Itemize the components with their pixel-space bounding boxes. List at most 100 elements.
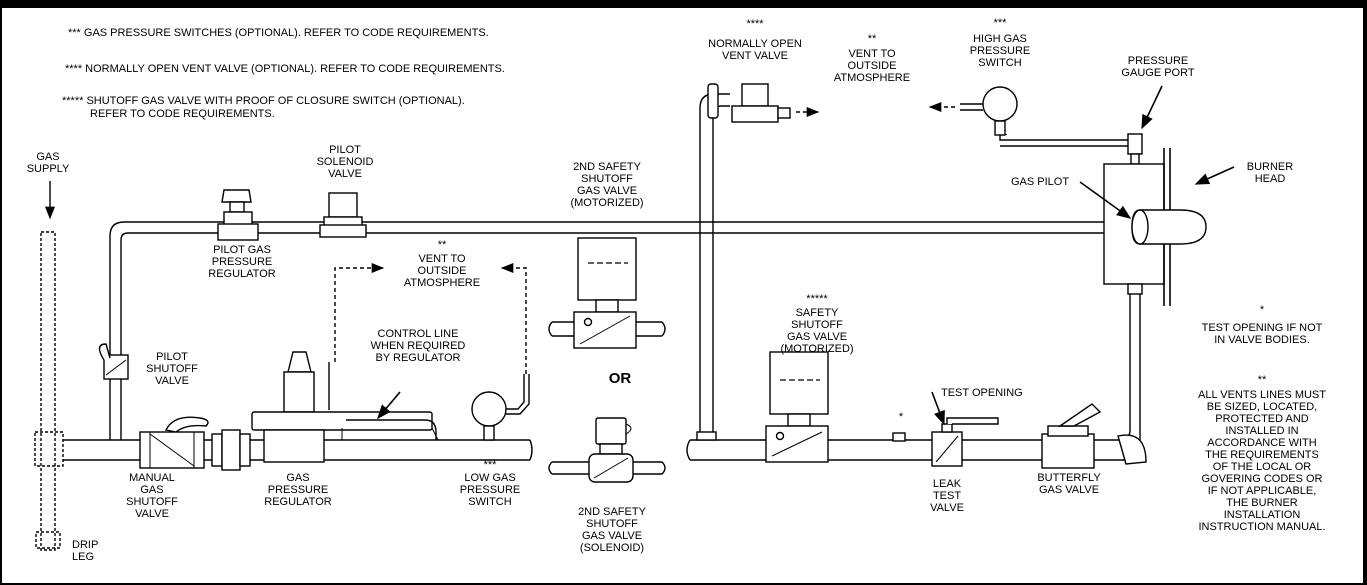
svg-text:BURNER: BURNER [1247,161,1294,173]
svg-text:REGULATOR: REGULATOR [264,496,331,508]
svg-text:ATMOSPHERE: ATMOSPHERE [834,72,910,84]
svg-text:2ND SAFETY: 2ND SAFETY [573,161,642,173]
pilot-solenoid-valve [319,192,367,238]
svg-text:GAS VALVE: GAS VALVE [787,331,847,343]
svg-text:OF THE LOCAL OR: OF THE LOCAL OR [1213,461,1311,473]
low-switch-vent-dashed [500,262,527,374]
pilot-line [109,221,1140,440]
label-vent-right: ** VENT TO OUTSIDE ATMOSPHERE [834,33,910,84]
label-gas-supply: GAS SUPPLY [27,151,70,175]
svg-text:GAS VALVE: GAS VALVE [577,185,637,197]
svg-text:ATMOSPHERE: ATMOSPHERE [404,277,480,289]
svg-text:NORMALLY OPEN: NORMALLY OPEN [708,38,802,50]
pilot-gas-pressure-regulator [217,189,259,241]
label-gas-pilot: GAS PILOT [1011,176,1069,188]
label-test-opening: TEST OPENING [941,387,1023,399]
note-shutoff-line1: ***** SHUTOFF GAS VALVE WITH PROOF OF CL… [62,95,465,107]
svg-text:VALVE: VALVE [135,508,169,520]
label-vent-left: ** VENT TO OUTSIDE ATMOSPHERE [404,239,480,289]
label-leak-test-valve: LEAK TEST VALVE [930,478,964,514]
svg-text:IF NOT APPLICABLE,: IF NOT APPLICABLE, [1208,485,1317,497]
svg-text:(MOTORIZED): (MOTORIZED) [780,343,853,355]
test-opening-plug [892,432,906,442]
gas-pressure-regulator [251,351,433,463]
svg-text:IN VALVE BODIES.: IN VALVE BODIES. [1214,334,1310,346]
svg-text:OUTSIDE: OUTSIDE [418,265,467,277]
burner-riser [1117,283,1147,465]
svg-text:PRESSURE: PRESSURE [268,484,329,496]
svg-text:BY REGULATOR: BY REGULATOR [376,352,461,364]
svg-text:LEAK: LEAK [933,478,962,490]
svg-text:TEST OPENING IF NOT: TEST OPENING IF NOT [1202,322,1323,334]
svg-text:***: *** [994,17,1008,29]
svg-text:WHEN REQUIRED: WHEN REQUIRED [371,340,466,352]
svg-text:VENT TO: VENT TO [418,253,466,265]
svg-text:2ND SAFETY: 2ND SAFETY [578,506,647,518]
svg-text:ACCORDANCE WITH: ACCORDANCE WITH [1207,437,1316,449]
svg-text:HIGH GAS: HIGH GAS [973,33,1027,45]
svg-text:*****: ***** [806,293,828,305]
svg-text:PRESSURE: PRESSURE [1128,55,1189,67]
test-opening-arrow [931,391,945,426]
note-test-opening: * TEST OPENING IF NOT IN VALVE BODIES. [1202,304,1323,346]
svg-text:SAFETY: SAFETY [796,307,839,319]
burner-head-arrow [1194,166,1235,185]
label-test-opening-star: * [899,411,904,423]
svg-text:****: **** [746,18,764,30]
pipe-union [211,429,251,471]
svg-text:ALL VENTS LINES MUST: ALL VENTS LINES MUST [1198,389,1326,401]
svg-text:PRESSURE: PRESSURE [212,256,273,268]
vent-riser [696,83,730,441]
svg-text:LOW GAS: LOW GAS [464,472,515,484]
svg-text:SHUTOFF: SHUTOFF [146,363,198,375]
gas-supply-riser [34,231,64,551]
svg-text:SHUTOFF: SHUTOFF [791,319,843,331]
svg-text:**: ** [438,239,447,251]
svg-text:HEAD: HEAD [1255,173,1286,185]
gas-pilot-arrow [1079,181,1132,219]
svg-text:PILOT GAS: PILOT GAS [213,244,271,256]
note-vent-valve: **** NORMALLY OPEN VENT VALVE (OPTIONAL)… [65,63,505,75]
high-gas-pressure-switch [960,86,1143,165]
label-second-safety-motorized: 2ND SAFETY SHUTOFF GAS VALVE (MOTORIZED) [570,161,643,209]
normally-open-vent-valve [731,83,791,123]
svg-text:SHUTOFF: SHUTOFF [586,518,638,530]
svg-text:SHUTOFF: SHUTOFF [126,496,178,508]
label-pilot-gas-pressure-regulator: PILOT GAS PRESSURE REGULATOR [208,244,275,280]
or-label: OR [609,370,632,387]
second-safety-solenoid-valve [548,417,666,483]
svg-text:GAS: GAS [140,484,163,496]
control-line [346,419,437,440]
svg-text:INSTALLED IN: INSTALLED IN [1225,425,1298,437]
svg-text:LEG: LEG [72,551,94,563]
svg-text:BUTTERFLY: BUTTERFLY [1037,472,1101,484]
svg-text:PILOT: PILOT [329,144,361,156]
svg-text:SOLENOID: SOLENOID [317,156,374,168]
svg-text:PROTECTED AND: PROTECTED AND [1215,413,1309,425]
label-butterfly-gas-valve: BUTTERFLY GAS VALVE [1037,472,1101,496]
svg-text:GAUGE PORT: GAUGE PORT [1121,67,1194,79]
label-normally-open-vent-valve: **** NORMALLY OPEN VENT VALVE [708,18,802,62]
svg-text:DRIP: DRIP [72,539,98,551]
svg-text:REGULATOR: REGULATOR [208,268,275,280]
svg-text:VENT TO: VENT TO [848,48,896,60]
note-shutoff-line2: REFER TO CODE REQUIREMENTS. [90,108,275,120]
control-line-tap [341,427,439,441]
label-pressure-gauge-port: PRESSURE GAUGE PORT [1121,55,1194,79]
svg-text:SWITCH: SWITCH [978,57,1021,69]
note-vents: ** ALL VENTS LINES MUST BE SIZED, LOCATE… [1198,374,1326,533]
svg-text:MANUAL: MANUAL [129,472,175,484]
svg-text:VALVE: VALVE [155,375,189,387]
svg-text:VENT VALVE: VENT VALVE [722,50,788,62]
svg-text:CONTROL LINE: CONTROL LINE [378,328,459,340]
svg-text:BE SIZED, LOCATED,: BE SIZED, LOCATED, [1207,401,1317,413]
svg-text:SWITCH: SWITCH [468,496,511,508]
label-drip-leg: DRIP LEG [72,539,98,563]
label-burner-head: BURNER HEAD [1247,161,1294,185]
svg-text:GAS: GAS [286,472,309,484]
svg-text:VALVE: VALVE [930,502,964,514]
svg-text:*: * [1260,304,1265,316]
svg-text:OUTSIDE: OUTSIDE [848,60,897,72]
